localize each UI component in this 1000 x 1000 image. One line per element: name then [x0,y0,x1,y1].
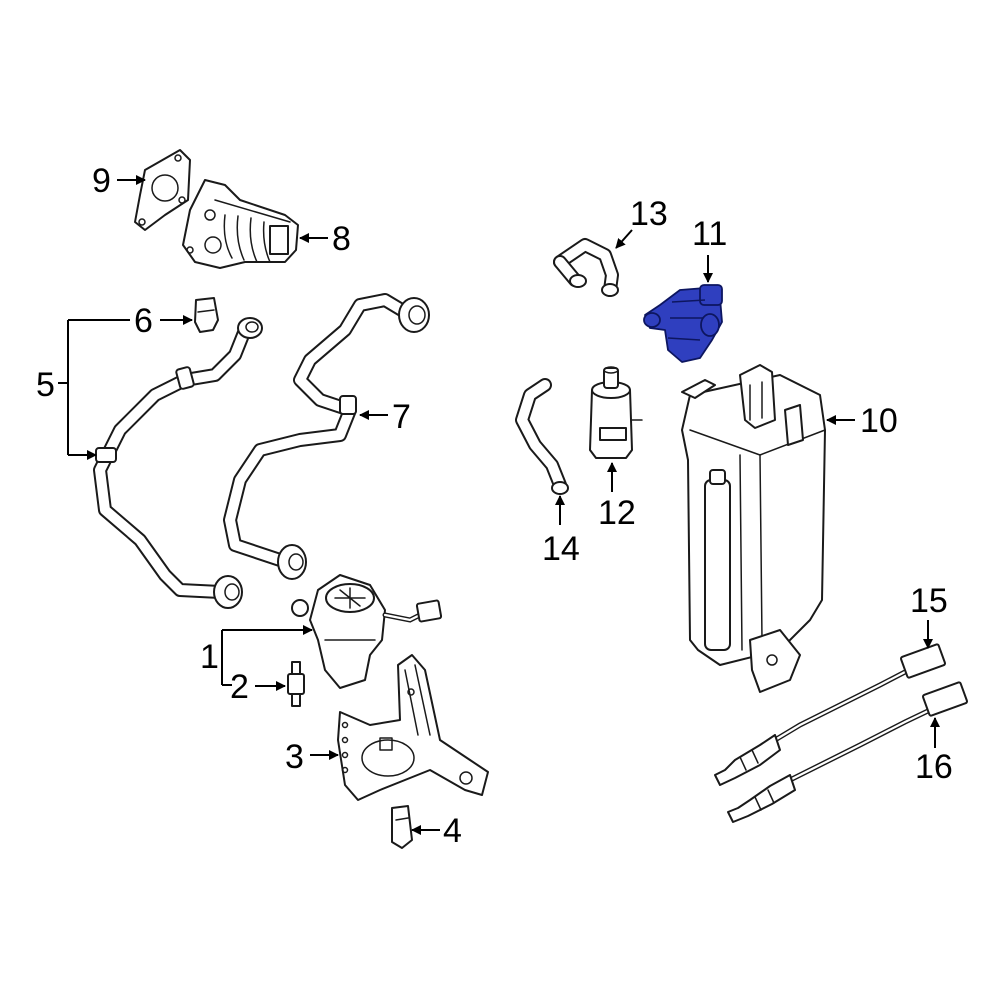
callout-9: 9 [92,162,111,200]
part-6-connector[interactable] [194,297,219,333]
part-9-gasket[interactable] [134,149,191,231]
callout-7: 7 [392,398,411,436]
callout-5: 5 [36,366,55,404]
leader-lines [58,175,940,835]
callout-1: 1 [200,638,219,676]
part-14-hose[interactable] [515,378,569,495]
callout-12: 12 [598,494,636,532]
callout-labels: 1 2 3 4 5 6 7 8 9 10 11 12 13 14 15 16 [36,162,953,850]
callout-3: 3 [285,738,304,776]
callout-2: 2 [230,668,249,706]
callout-8: 8 [332,220,351,258]
callout-16: 16 [915,748,953,786]
part-11-purge-valve-highlighted[interactable] [643,284,723,363]
callout-14: 14 [542,530,580,568]
part-12-filter[interactable] [589,366,643,459]
part-4-clip[interactable] [391,805,413,849]
part-2-valve[interactable] [287,661,305,707]
callout-13: 13 [630,195,668,233]
part-3-bracket[interactable] [337,654,489,801]
callout-11: 11 [692,215,727,253]
part-5-hose[interactable] [93,317,263,609]
part-16-sensor[interactable] [727,681,968,823]
part-8-valve-body[interactable] [182,179,299,269]
part-15-sensor[interactable] [714,643,946,786]
part-13-hose[interactable] [553,238,619,297]
callout-4: 4 [443,812,462,850]
callout-10: 10 [860,402,898,440]
callout-15: 15 [910,582,948,620]
part-7-hose[interactable] [223,293,430,580]
callout-6: 6 [134,302,153,340]
part-10-canister[interactable] [681,364,826,693]
